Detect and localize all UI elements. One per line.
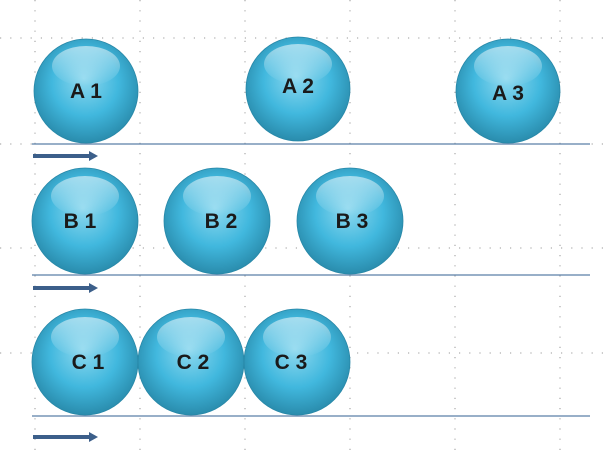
ball-b3: B 3	[296, 167, 404, 275]
ball-label-c2: C 2	[177, 351, 210, 374]
ball-c3: C 3	[243, 308, 351, 416]
ball-label-a1: A 1	[70, 80, 102, 103]
direction-arrow-b	[33, 283, 98, 293]
row-c: C 1 C 2 C 3	[31, 308, 590, 442]
row-a: A 1 A 2 A 3	[32, 36, 590, 161]
ball-label-b2: B 2	[205, 210, 238, 233]
ball-label-a2: A 2	[282, 75, 314, 98]
ball-label-b1: B 1	[64, 210, 97, 233]
ball-a2: A 2	[245, 36, 351, 142]
ball-label-a3: A 3	[492, 82, 524, 105]
ball-c1: C 1	[31, 308, 139, 416]
direction-arrow-a	[33, 151, 98, 161]
direction-arrow-c	[33, 432, 98, 442]
row-b: B 1 B 2 B 3	[31, 167, 590, 293]
ball-b1: B 1	[31, 167, 139, 275]
ball-label-c3: C 3	[275, 351, 308, 374]
ball-label-b3: B 3	[336, 210, 369, 233]
ball-c2: C 2	[137, 308, 245, 416]
ball-a1: A 1	[33, 38, 139, 144]
ball-label-c1: C 1	[72, 351, 105, 374]
ball-b2: B 2	[163, 167, 271, 275]
ball-a3: A 3	[455, 38, 561, 144]
